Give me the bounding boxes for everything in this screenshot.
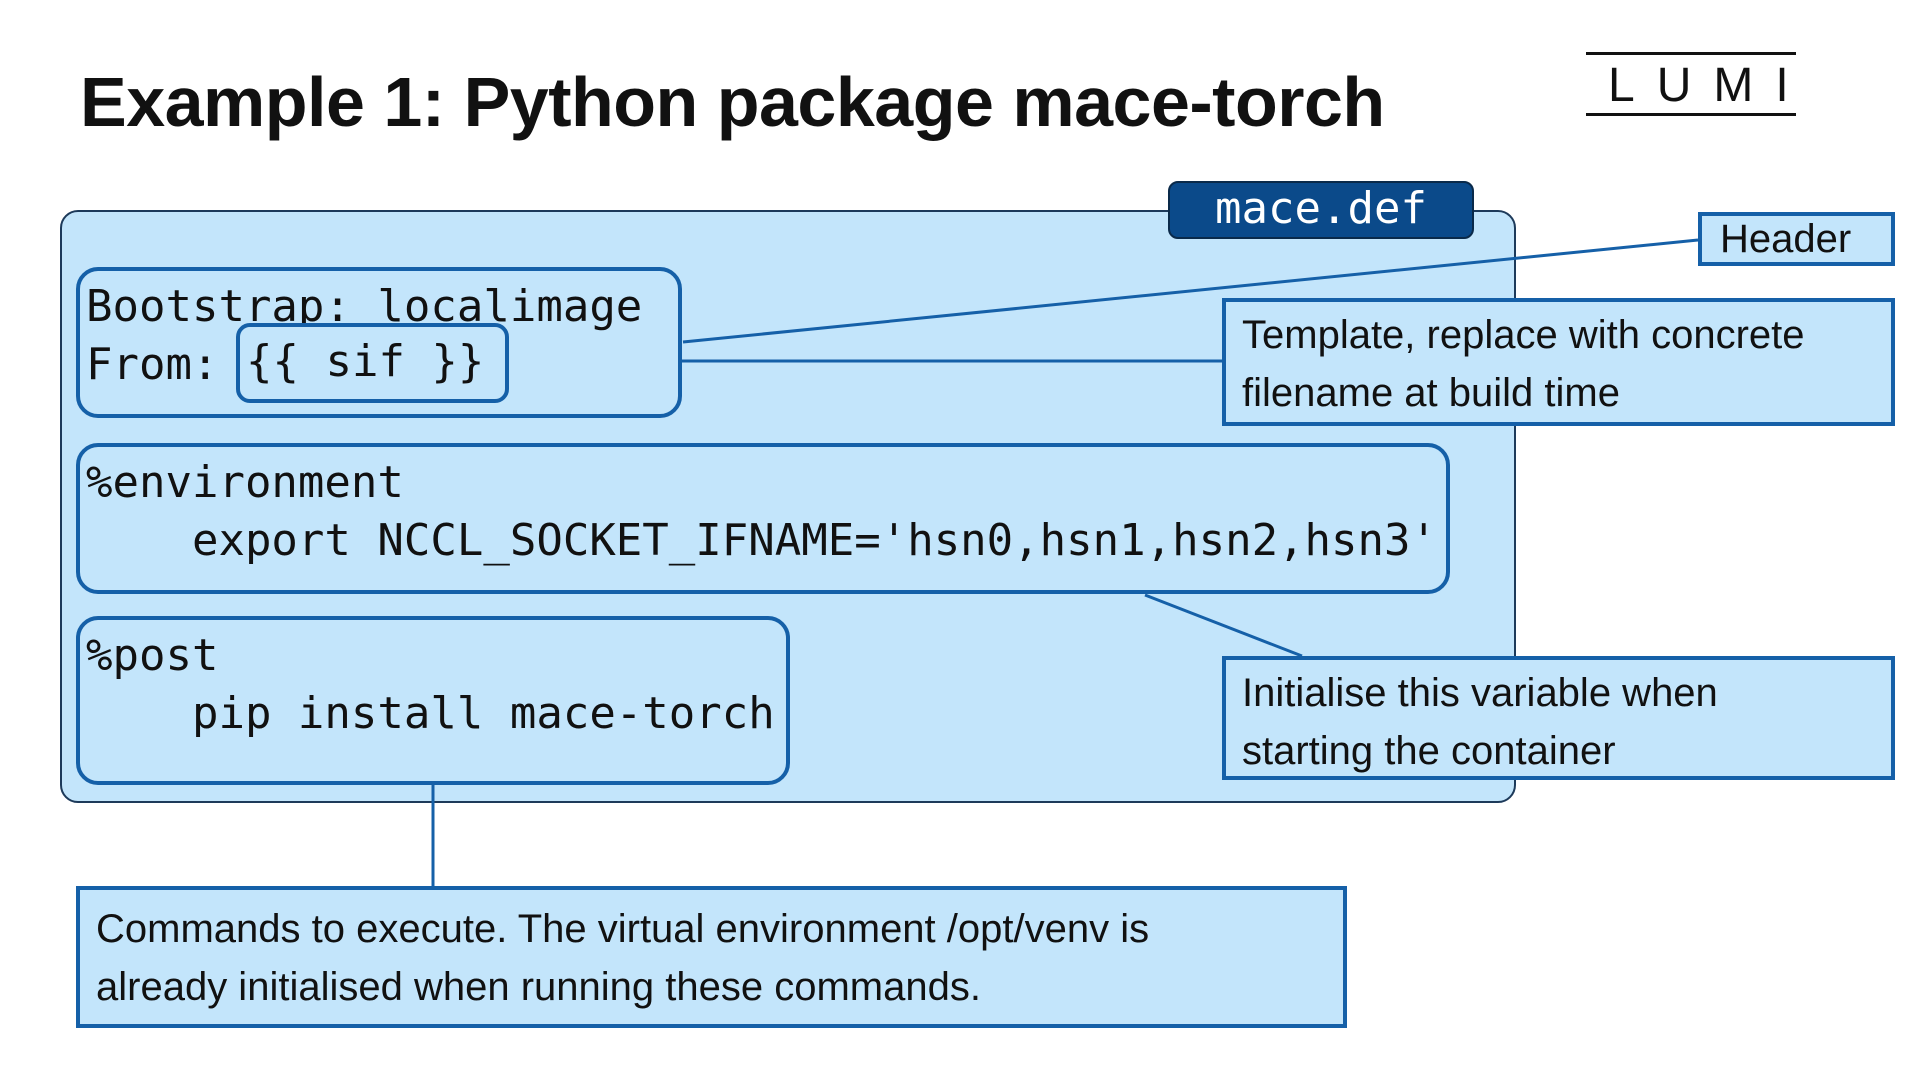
template-callout-line-1: Template, replace with concrete bbox=[1242, 313, 1805, 357]
template-callout-line-2: filename at build time bbox=[1242, 371, 1620, 415]
environment-callout-line-2: starting the container bbox=[1242, 729, 1616, 773]
environment-callout-line-1: Initialise this variable when bbox=[1242, 671, 1718, 715]
template-callout: Template, replace with concrete filename… bbox=[1222, 298, 1895, 426]
header-connector bbox=[682, 238, 1699, 344]
sif-template-placeholder: {{ sif }} bbox=[236, 323, 509, 403]
from-line: From: bbox=[86, 339, 245, 390]
environment-export-line: export NCCL_SOCKET_IFNAME='hsn0,hsn1,hsn… bbox=[86, 515, 1438, 566]
logo-bottom-rule bbox=[1586, 113, 1796, 116]
post-callout-line-1: Commands to execute. The virtual environ… bbox=[96, 907, 1150, 951]
header-callout: Header bbox=[1698, 212, 1895, 266]
environment-connector bbox=[1144, 593, 1303, 658]
post-install-line: pip install mace-torch bbox=[86, 688, 775, 739]
logo-top-rule bbox=[1586, 52, 1796, 55]
slide-title: Example 1: Python package mace-torch bbox=[80, 63, 1385, 141]
environment-callout: Initialise this variable when starting t… bbox=[1222, 656, 1895, 780]
filename-tab: mace.def bbox=[1168, 181, 1474, 239]
header-callout-text: Header bbox=[1720, 217, 1852, 261]
lumi-logo: LUMI bbox=[1586, 52, 1796, 116]
post-callout: Commands to execute. The virtual environ… bbox=[76, 886, 1347, 1028]
post-block: %post pip install mace-torch bbox=[76, 616, 790, 785]
environment-block: %environment export NCCL_SOCKET_IFNAME='… bbox=[76, 443, 1450, 594]
post-section-line: %post bbox=[86, 630, 219, 681]
logo-text: LUMI bbox=[1608, 59, 1811, 112]
post-callout-line-2: already initialised when running these c… bbox=[96, 965, 981, 1009]
environment-section-line: %environment bbox=[86, 457, 404, 508]
